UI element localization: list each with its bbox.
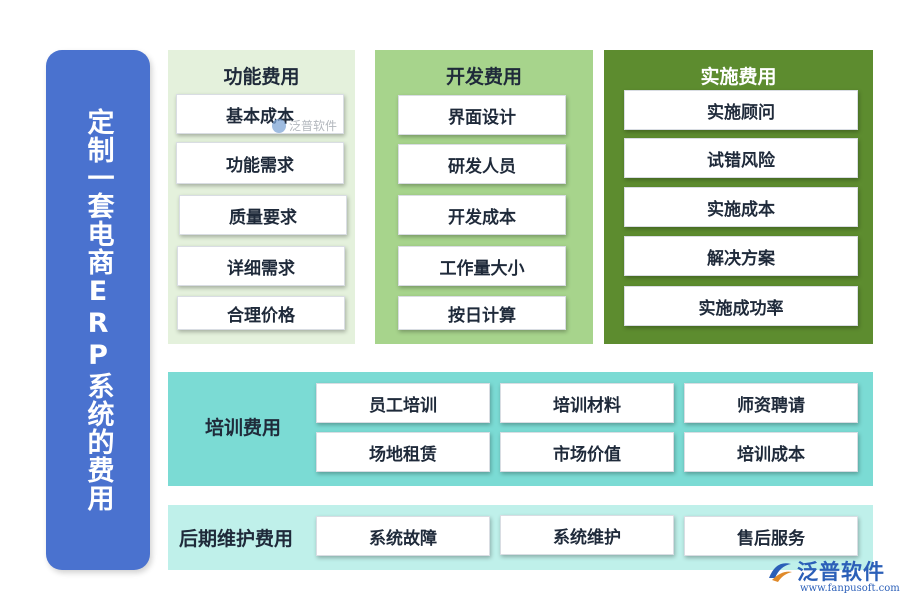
card-development-item: 界面设计	[398, 95, 566, 135]
card-development-item: 工作量大小	[398, 246, 566, 286]
watermark-text: 泛普软件	[289, 119, 338, 133]
card-development-item: 开发成本	[398, 195, 566, 235]
card-training-item: 员工培训	[316, 383, 490, 423]
panel-function-cost: 功能费用 基本成本 功能需求 质量要求 详细需求 合理价格	[168, 50, 355, 344]
card-implementation-item: 解决方案	[624, 236, 858, 276]
card-implementation-item: 实施成功率	[624, 286, 858, 326]
panel-development-cost-title: 开发费用	[445, 66, 522, 88]
card-function-item: 详细需求	[177, 246, 345, 286]
card-training-item: 场地租赁	[316, 432, 490, 472]
brand-name: 泛普软件	[797, 560, 885, 584]
card-maintenance-item: 售后服务	[684, 516, 858, 556]
brand-url: www.fanpusoft.com	[800, 583, 900, 594]
card-training-item: 市场价值	[500, 432, 674, 472]
card-implementation-item: 实施顾问	[624, 90, 858, 130]
sidebar-title-bar: 定制一套电商ERP系统的费用	[46, 50, 150, 570]
panel-maintenance-cost: 后期维护费用 系统故障 系统维护 售后服务	[168, 505, 873, 570]
panel-implementation-cost: 实施费用 实施顾问 试错风险 实施成本 解决方案 实施成功率	[604, 50, 873, 344]
card-maintenance-item: 系统维护	[500, 515, 674, 555]
card-implementation-item: 实施成本	[624, 187, 858, 227]
card-maintenance-item: 系统故障	[316, 516, 490, 556]
panel-training-cost-title: 培训费用	[205, 417, 282, 439]
watermark: 泛普软件	[272, 117, 337, 134]
panel-development-cost: 开发费用 界面设计 研发人员 开发成本 工作量大小 按日计算	[375, 50, 593, 344]
card-development-item: 研发人员	[398, 144, 566, 184]
card-training-item: 培训材料	[500, 383, 674, 423]
card-training-item: 师资聘请	[684, 383, 858, 423]
fanpu-logo-icon	[766, 558, 794, 584]
card-development-item: 按日计算	[398, 296, 566, 330]
card-function-item: 合理价格	[177, 296, 345, 330]
panel-function-cost-title: 功能费用	[223, 66, 300, 88]
card-function-item: 质量要求	[179, 195, 347, 235]
brand-logo: 泛普软件 www.fanpusoft.com	[766, 556, 900, 594]
card-function-item: 基本成本	[176, 94, 344, 134]
panel-implementation-cost-title: 实施费用	[700, 66, 777, 88]
sidebar-title: 定制一套电商ERP系统的费用	[82, 108, 114, 512]
card-function-item: 功能需求	[176, 142, 344, 184]
card-implementation-item: 试错风险	[624, 138, 858, 178]
panel-training-cost: 培训费用 员工培训 培训材料 师资聘请 场地租赁 市场价值 培训成本	[168, 372, 873, 486]
card-training-item: 培训成本	[684, 432, 858, 472]
watermark-logo-icon	[272, 118, 286, 133]
panel-maintenance-cost-title: 后期维护费用	[179, 528, 294, 550]
